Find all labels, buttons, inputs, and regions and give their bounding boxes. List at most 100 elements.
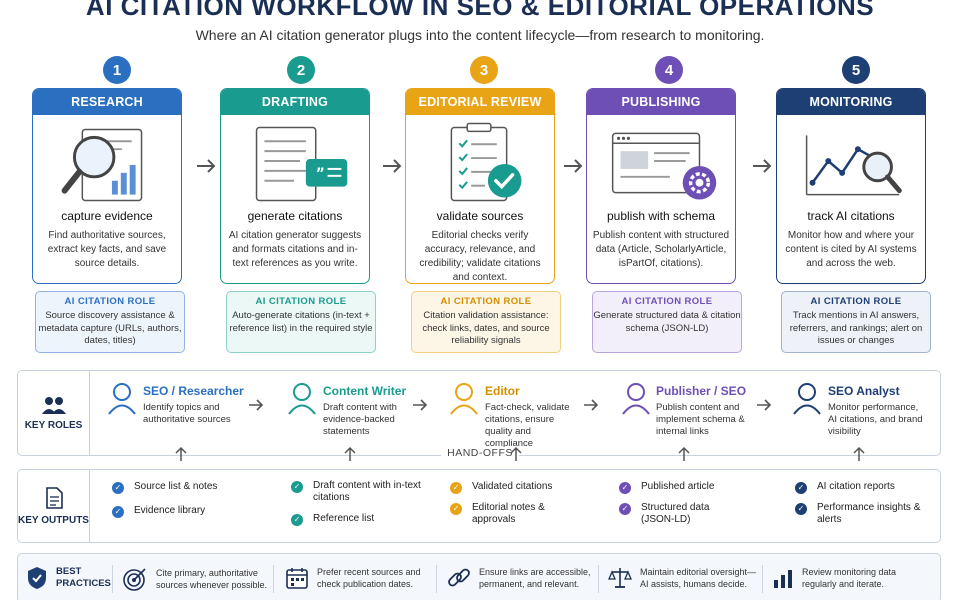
check-icon: ✓	[112, 506, 124, 518]
researcher-avatar-icon	[108, 383, 136, 415]
output-item: ✓Published article	[619, 481, 714, 494]
magnifier-chart-icon	[61, 128, 143, 202]
output-item: ✓Source list & notes	[112, 481, 217, 494]
up-arrow-icon	[344, 446, 356, 461]
check-icon: ✓	[112, 482, 124, 494]
role-name: SEO / Researcher	[143, 384, 244, 398]
role-name: Publisher / SEO	[656, 384, 747, 398]
key-outputs-label: KEY OUTPUTS	[18, 470, 90, 542]
role-description: Fact-check, validate citations, ensure q…	[485, 402, 570, 449]
check-icon: ✓	[450, 503, 462, 515]
handoff-arrow-icon	[584, 399, 599, 411]
stage-description: Publish content with structured data (Ar…	[592, 230, 730, 269]
stage-description: Find authoritative sources, extract key …	[47, 230, 167, 269]
check-icon: ✓	[619, 482, 631, 494]
checklist-icon	[450, 122, 522, 202]
people-icon	[41, 396, 66, 414]
best-practice-item: Maintain editorial oversight—AI assists,…	[608, 566, 760, 590]
output-item: ✓Evidence library	[112, 505, 205, 518]
browser-gear-icon	[611, 132, 717, 200]
stage-header: EDITORIAL REVIEW	[406, 89, 554, 115]
stage-number-3: 3	[470, 56, 498, 84]
stage-description: Editorial checks verify accuracy, releva…	[419, 230, 541, 283]
up-arrow-icon	[678, 446, 690, 461]
stage-subtitle: generate citations	[247, 209, 343, 223]
handoff-arrow-icon	[757, 399, 772, 411]
output-item: ✓Validated citations	[450, 481, 552, 494]
ai-citation-role-editorial: AI CITATION ROLE Citation validation ass…	[411, 291, 561, 353]
role-description: Draft content with evidence-backed state…	[323, 402, 397, 437]
target-icon	[123, 568, 146, 591]
best-practice-item: Prefer recent sources and check publicat…	[285, 566, 432, 590]
stage-header: MONITORING	[777, 89, 925, 115]
key-roles-label: KEY ROLES	[18, 371, 90, 455]
stage-card-editorial-review: EDITORIAL REVIEW validate sources Editor…	[405, 88, 555, 284]
analyst-avatar-icon	[793, 383, 821, 415]
flow-arrow-icon	[383, 159, 402, 173]
key-outputs-band: KEY OUTPUTS	[17, 469, 941, 543]
stage-card-publishing: PUBLISHING publish with schema Publish c…	[586, 88, 736, 284]
output-item: ✓AI citation reports	[795, 481, 895, 494]
output-item: ✓Editorial notes & approvals	[450, 502, 562, 526]
role-description: Identify topics and authoritative source…	[143, 402, 231, 425]
role-name: SEO Analyst	[828, 384, 900, 398]
output-item: ✓Performance insights & alerts	[795, 502, 927, 526]
stage-subtitle: publish with schema	[606, 209, 716, 223]
best-practice-item: Cite primary, authoritative sources when…	[122, 566, 271, 592]
bar-chart-icon	[774, 570, 792, 588]
stage-description: Monitor how and where your content is ci…	[785, 230, 917, 269]
stage-card-research: RESEARCH capture evidence Find authorita…	[32, 88, 182, 284]
check-icon: ✓	[291, 514, 303, 526]
stage-number-4: 4	[655, 56, 683, 84]
stage-card-drafting: DRAFTING ” generate citations AI citatio…	[220, 88, 370, 284]
check-icon: ✓	[450, 482, 462, 494]
check-icon: ✓	[291, 481, 303, 493]
role-description: Publish content and implement schema & i…	[656, 402, 745, 437]
role-description: Monitor performance, AI citations, and b…	[828, 402, 923, 437]
check-icon: ✓	[795, 482, 807, 494]
role-name: Content Writer	[323, 384, 407, 398]
stage-number-1: 1	[103, 56, 131, 84]
output-item: ✓Reference list	[291, 513, 374, 526]
stage-card-monitoring: MONITORING track AI citations Monitor ho…	[776, 88, 926, 284]
stage-number-2: 2	[287, 56, 315, 84]
up-arrow-icon	[175, 446, 187, 461]
ai-citation-role-research: AI CITATION ROLE Source discovery assist…	[35, 291, 185, 353]
page-subtitle: Where an AI citation generator plugs int…	[195, 27, 765, 43]
shield-icon	[28, 567, 46, 589]
output-item: ✓Structured data (JSON-LD)	[619, 502, 731, 526]
check-icon: ✓	[795, 503, 807, 515]
page-title: AI CITATION WORKFLOW IN SEO & EDITORIAL …	[85, 0, 875, 21]
best-practices-label: BEST PRACTICES	[26, 566, 111, 590]
handoff-arrow-icon	[249, 399, 264, 411]
flow-arrow-icon	[564, 159, 583, 173]
flow-arrow-icon	[197, 159, 216, 173]
best-practices-band	[17, 553, 941, 600]
stage-header: DRAFTING	[221, 89, 369, 115]
key-roles-band: KEY ROLES	[17, 370, 941, 456]
best-practice-item: Review monitoring data regularly and ite…	[772, 566, 902, 590]
stage-subtitle: track AI citations	[807, 209, 895, 223]
check-icon: ✓	[619, 503, 631, 515]
document-icon	[45, 486, 63, 509]
publisher-avatar-icon	[622, 383, 650, 415]
trend-magnifier-icon	[805, 135, 902, 196]
document-quote-icon: ”	[255, 126, 348, 202]
writer-avatar-icon	[288, 383, 316, 415]
calendar-icon	[286, 568, 308, 589]
scales-icon	[608, 568, 632, 588]
stage-number-5: 5	[842, 56, 870, 84]
best-practice-item: Ensure links are accessible, permanent, …	[447, 566, 599, 590]
ai-citation-role-monitoring: AI CITATION ROLE Track mentions in AI an…	[781, 291, 931, 353]
handoff-arrow-icon	[413, 399, 428, 411]
stage-description: AI citation generator suggests and forma…	[228, 230, 362, 269]
svg-text:”: ”	[316, 166, 325, 182]
output-item: ✓Draft content with in-text citations	[291, 480, 423, 504]
handoffs-label: HAND-OFFS	[0, 447, 960, 459]
stage-subtitle: capture evidence	[61, 209, 153, 223]
up-arrow-icon	[853, 446, 865, 461]
up-arrow-icon	[510, 446, 522, 461]
ai-citation-role-publishing: AI CITATION ROLE Generate structured dat…	[592, 291, 742, 353]
stage-header: PUBLISHING	[587, 89, 735, 115]
stage-header: RESEARCH	[33, 89, 181, 115]
